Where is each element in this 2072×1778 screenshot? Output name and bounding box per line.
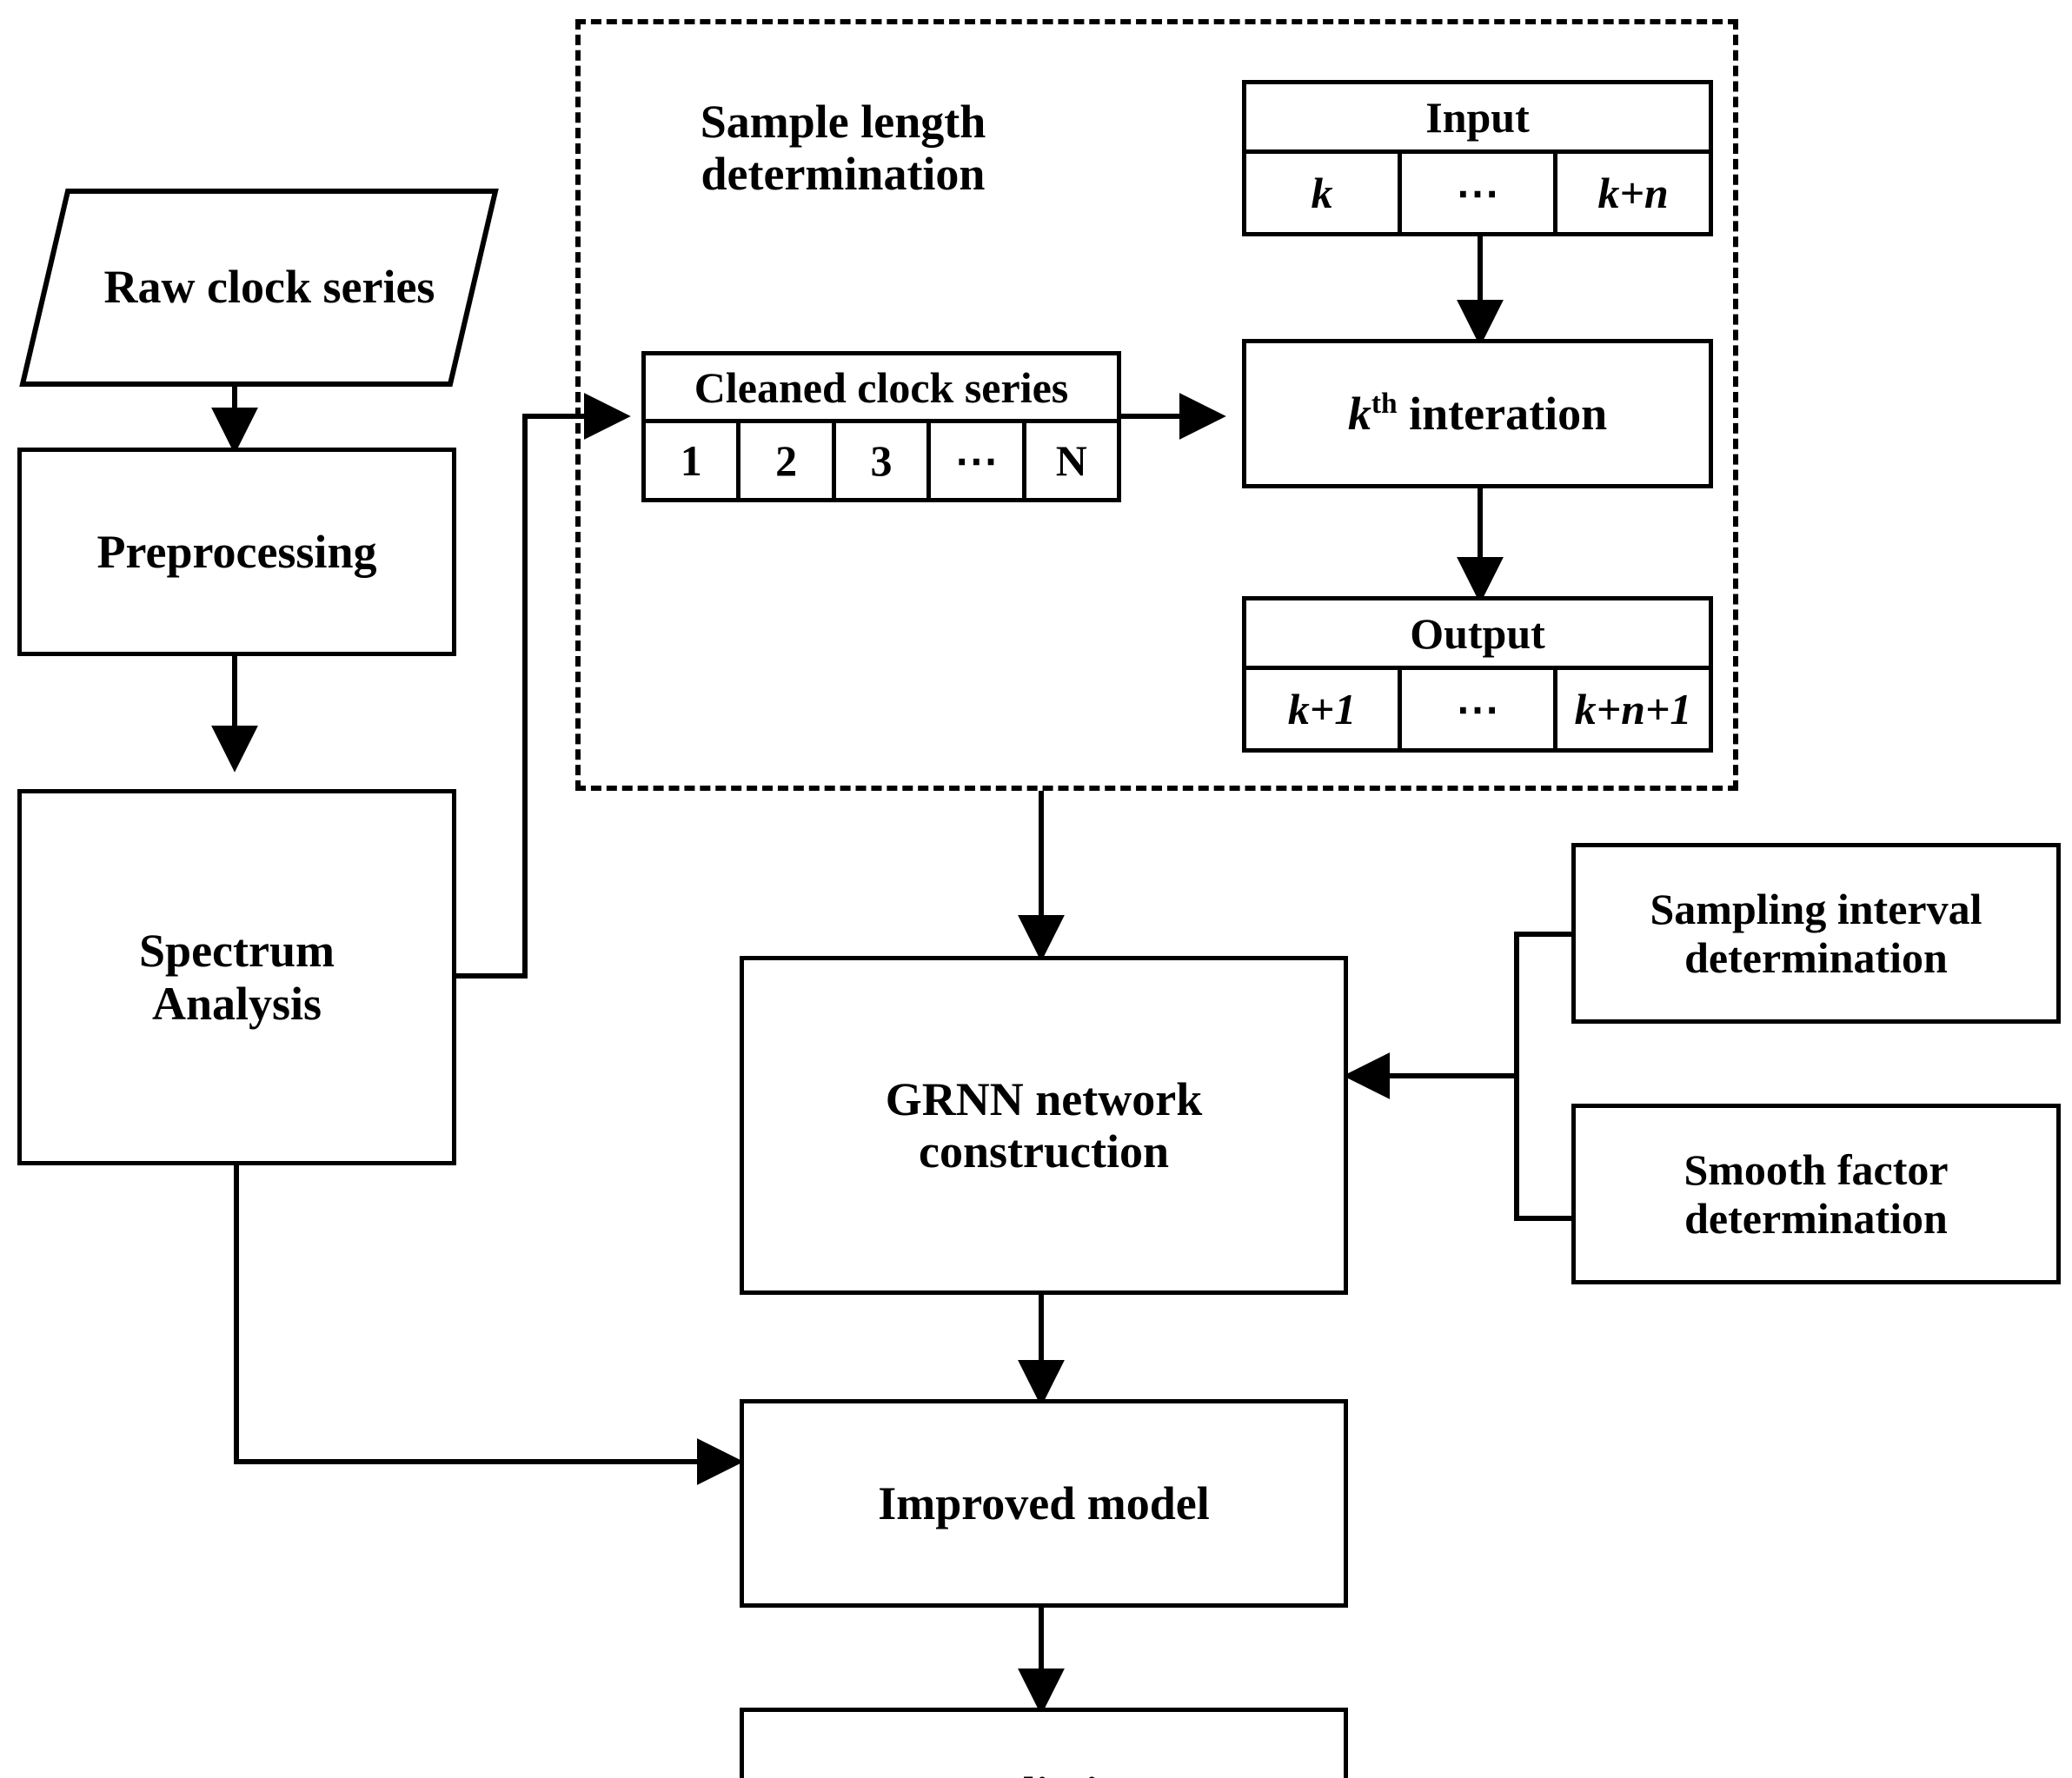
smooth-factor-label: Smooth factor determination: [1684, 1145, 1948, 1243]
spectrum-analysis-line2: Analysis: [151, 977, 322, 1030]
output-cell-kplusnplus1[interactable]: k+n+1: [1574, 685, 1692, 733]
input-table-header: Input: [1246, 84, 1709, 154]
output-cell-kplus1[interactable]: k+1: [1246, 670, 1402, 748]
input-cell-k[interactable]: k: [1246, 154, 1402, 232]
input-cell-kplusn[interactable]: k+n: [1597, 169, 1669, 217]
output-table-row: k+1 ⋯ k+n+1: [1246, 670, 1709, 748]
cleaned-cell-3[interactable]: 3: [836, 423, 932, 498]
edge-sampling-bracket: [1514, 932, 1575, 1221]
smooth-factor-line1: Smooth factor: [1684, 1145, 1949, 1194]
cleaned-cell-2[interactable]: 2: [740, 423, 836, 498]
cleaned-cell-n[interactable]: N: [1055, 436, 1087, 485]
sample-length-determination-group: [575, 19, 1738, 791]
grnn-line2: construction: [919, 1125, 1169, 1178]
kth-iteration-k: k: [1347, 387, 1371, 440]
raw-clock-series-label: Raw clock series: [103, 260, 435, 313]
input-table[interactable]: Input k ⋯ k+n: [1242, 80, 1713, 236]
sampling-interval-line2: determination: [1684, 933, 1948, 982]
sampling-interval-label: Sampling interval determination: [1650, 885, 1982, 982]
sampling-interval-determination-node[interactable]: Sampling interval determination: [1571, 843, 2061, 1024]
cleaned-cell-1[interactable]: 1: [646, 423, 741, 498]
output-table-header: Output: [1246, 600, 1709, 670]
output-table[interactable]: Output k+1 ⋯ k+n+1: [1242, 596, 1713, 753]
kth-iteration-superscript: th: [1371, 387, 1398, 420]
spectrum-analysis-label: Spectrum Analysis: [139, 925, 335, 1030]
raw-clock-series-node[interactable]: Raw clock series: [0, 174, 539, 400]
group-caption-line2: determination: [701, 148, 986, 201]
improved-model-label: Improved model: [878, 1476, 1210, 1529]
parallelogram-shape: [19, 189, 499, 387]
prediction-node[interactable]: Prediction: [740, 1708, 1348, 1778]
grnn-line1: GRNN network: [885, 1072, 1203, 1125]
grnn-label: GRNN network construction: [886, 1073, 1202, 1178]
output-cell-ellipsis[interactable]: ⋯: [1402, 670, 1557, 748]
sampling-interval-line1: Sampling interval: [1650, 885, 1982, 933]
preprocessing-label: Preprocessing: [96, 525, 377, 578]
cleaned-table-row: 1 2 3 ⋯ N: [646, 423, 1117, 498]
input-cell-ellipsis[interactable]: ⋯: [1402, 154, 1557, 232]
spectrum-analysis-node[interactable]: Spectrum Analysis: [17, 789, 456, 1165]
edge-spectrum-to-improved: [234, 1165, 744, 1485]
spectrum-analysis-line1: Spectrum: [139, 925, 335, 978]
cleaned-table-header: Cleaned clock series: [646, 355, 1117, 423]
smooth-factor-determination-node[interactable]: Smooth factor determination: [1571, 1104, 2061, 1284]
prediction-label: Prediction: [940, 1768, 1148, 1778]
kth-iteration-label: kth interation: [1348, 388, 1607, 440]
preprocessing-node[interactable]: Preprocessing: [17, 448, 456, 656]
cleaned-clock-series-table[interactable]: Cleaned clock series 1 2 3 ⋯ N: [641, 351, 1121, 502]
group-caption-line1: Sample length: [700, 96, 986, 148]
improved-model-node[interactable]: Improved model: [740, 1399, 1348, 1608]
smooth-factor-line2: determination: [1684, 1194, 1948, 1243]
cleaned-cell-ellipsis[interactable]: ⋯: [931, 423, 1026, 498]
grnn-network-construction-node[interactable]: GRNN network construction: [740, 956, 1348, 1295]
edge-spectrum-to-cleaned: [456, 393, 631, 979]
input-table-row: k ⋯ k+n: [1246, 154, 1709, 232]
kth-iteration-word: interation: [1397, 387, 1608, 440]
kth-iteration-node[interactable]: kth interation: [1242, 339, 1713, 488]
group-caption: Sample length determination: [643, 96, 1043, 201]
